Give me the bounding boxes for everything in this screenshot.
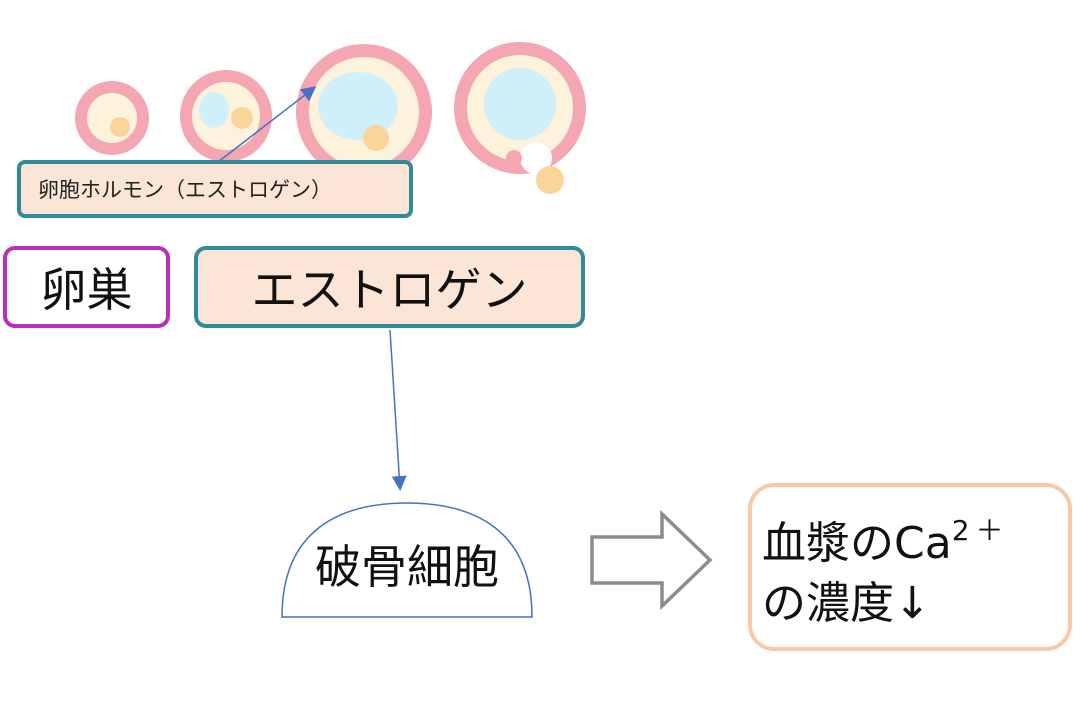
estrogen-text: エストロゲン bbox=[251, 263, 528, 317]
result-block-arrow bbox=[590, 509, 713, 611]
ovary-box: 卵巣 bbox=[3, 246, 170, 328]
ovarian-hormone-text: 卵胞ホルモン（エストロゲン） bbox=[38, 178, 332, 202]
follicle-tertiary bbox=[296, 44, 432, 180]
ovary-text: 卵巣 bbox=[40, 263, 133, 317]
result-box: 血漿のCa2＋ の濃度↓ bbox=[748, 483, 1072, 651]
ca-charge: 2＋ bbox=[951, 513, 1010, 547]
hormone-arrow bbox=[217, 86, 317, 163]
osteoclast-label: 破骨細胞 bbox=[315, 540, 499, 594]
follicle-primary bbox=[75, 81, 149, 155]
follicle-secondary bbox=[180, 70, 272, 162]
plasma-ca-text: 血漿のCa bbox=[762, 517, 952, 569]
follicle-ovulating bbox=[454, 42, 586, 194]
result-line-2: の濃度↓ bbox=[762, 577, 931, 629]
ovarian-hormone-label: 卵胞ホルモン（エストロゲン） bbox=[17, 160, 413, 218]
estrogen-to-osteoclast-arrow bbox=[389, 329, 407, 491]
estrogen-box: エストロゲン bbox=[194, 246, 585, 328]
result-line-1: 血漿のCa2＋ bbox=[762, 501, 1010, 574]
osteoclast-shape bbox=[281, 502, 533, 618]
